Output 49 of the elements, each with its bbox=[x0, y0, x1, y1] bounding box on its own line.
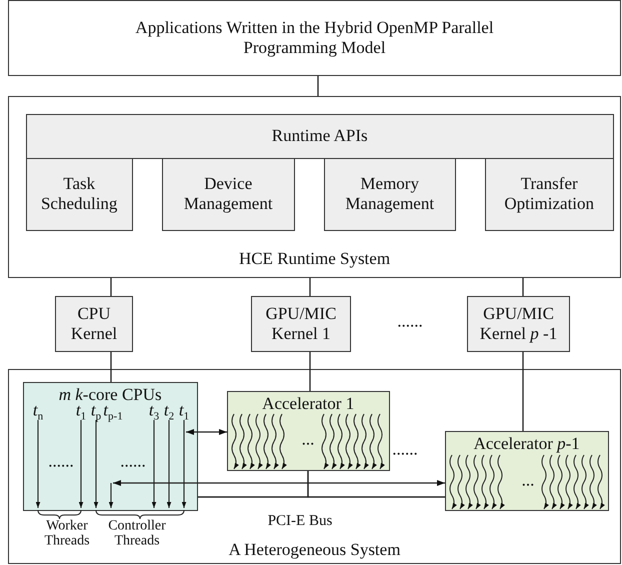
layer-title: HCE Runtime System bbox=[238, 248, 392, 269]
ellipsis: ...... bbox=[397, 312, 423, 332]
module-box bbox=[26, 158, 133, 231]
ellipsis: ...... bbox=[48, 452, 74, 472]
module-box bbox=[162, 158, 295, 231]
module-label: Transfer Optimization bbox=[503, 174, 596, 215]
thread-label: t$_{2}$ bbox=[164, 401, 174, 423]
connector bbox=[307, 471, 445, 498]
module-box bbox=[324, 158, 456, 231]
cpu-box bbox=[22, 382, 198, 511]
ellipsis: ... bbox=[302, 430, 314, 450]
application-box bbox=[8, 0, 621, 76]
connector bbox=[113, 480, 445, 486]
ellipsis: ...... bbox=[392, 440, 418, 460]
module-label: GPU/MIC Kernel p -1 bbox=[478, 304, 558, 344]
module-label: CPU Kernel bbox=[70, 304, 118, 344]
connector bbox=[110, 278, 112, 296]
module-box bbox=[484, 158, 614, 231]
thread-label: t$_{n}$ bbox=[32, 401, 44, 423]
accelerator-box bbox=[226, 390, 390, 471]
kernel-box bbox=[55, 296, 133, 352]
connector bbox=[186, 429, 227, 435]
module-label: Accelerator 1 bbox=[261, 394, 356, 414]
connector bbox=[110, 352, 112, 382]
connector bbox=[309, 278, 311, 296]
ellipsis: ...... bbox=[120, 452, 146, 472]
accelerator-box bbox=[444, 430, 609, 511]
bus-label: PCI-E Bus bbox=[268, 512, 332, 530]
layer-title: A Heterogeneous System bbox=[228, 540, 402, 560]
group-label: Worker Threads bbox=[43, 518, 91, 550]
group-label: Controller Threads bbox=[107, 518, 167, 550]
kernel-box bbox=[467, 296, 570, 352]
module-label: Accelerator p-1 bbox=[472, 434, 581, 454]
module-label: Task Scheduling bbox=[40, 174, 118, 215]
system-box bbox=[8, 369, 621, 564]
module-label: Memory Management bbox=[344, 174, 436, 215]
kernel-box bbox=[251, 296, 351, 352]
module-label: Runtime APIs bbox=[270, 126, 369, 146]
ellipsis: ... bbox=[522, 472, 534, 490]
connector bbox=[522, 352, 524, 431]
layer-title: Applications Written in the Hybrid OpenMP Parallel Programming Model bbox=[134, 18, 495, 58]
api-bar bbox=[26, 114, 614, 159]
connector bbox=[317, 76, 319, 96]
connector bbox=[522, 278, 524, 296]
module-label: GPU/MIC Kernel 1 bbox=[264, 304, 338, 344]
runtime-system-box bbox=[8, 96, 621, 278]
module-label: Device Management bbox=[182, 174, 274, 215]
thread-label: t$_{1}$ bbox=[178, 401, 190, 423]
connector bbox=[309, 352, 311, 391]
